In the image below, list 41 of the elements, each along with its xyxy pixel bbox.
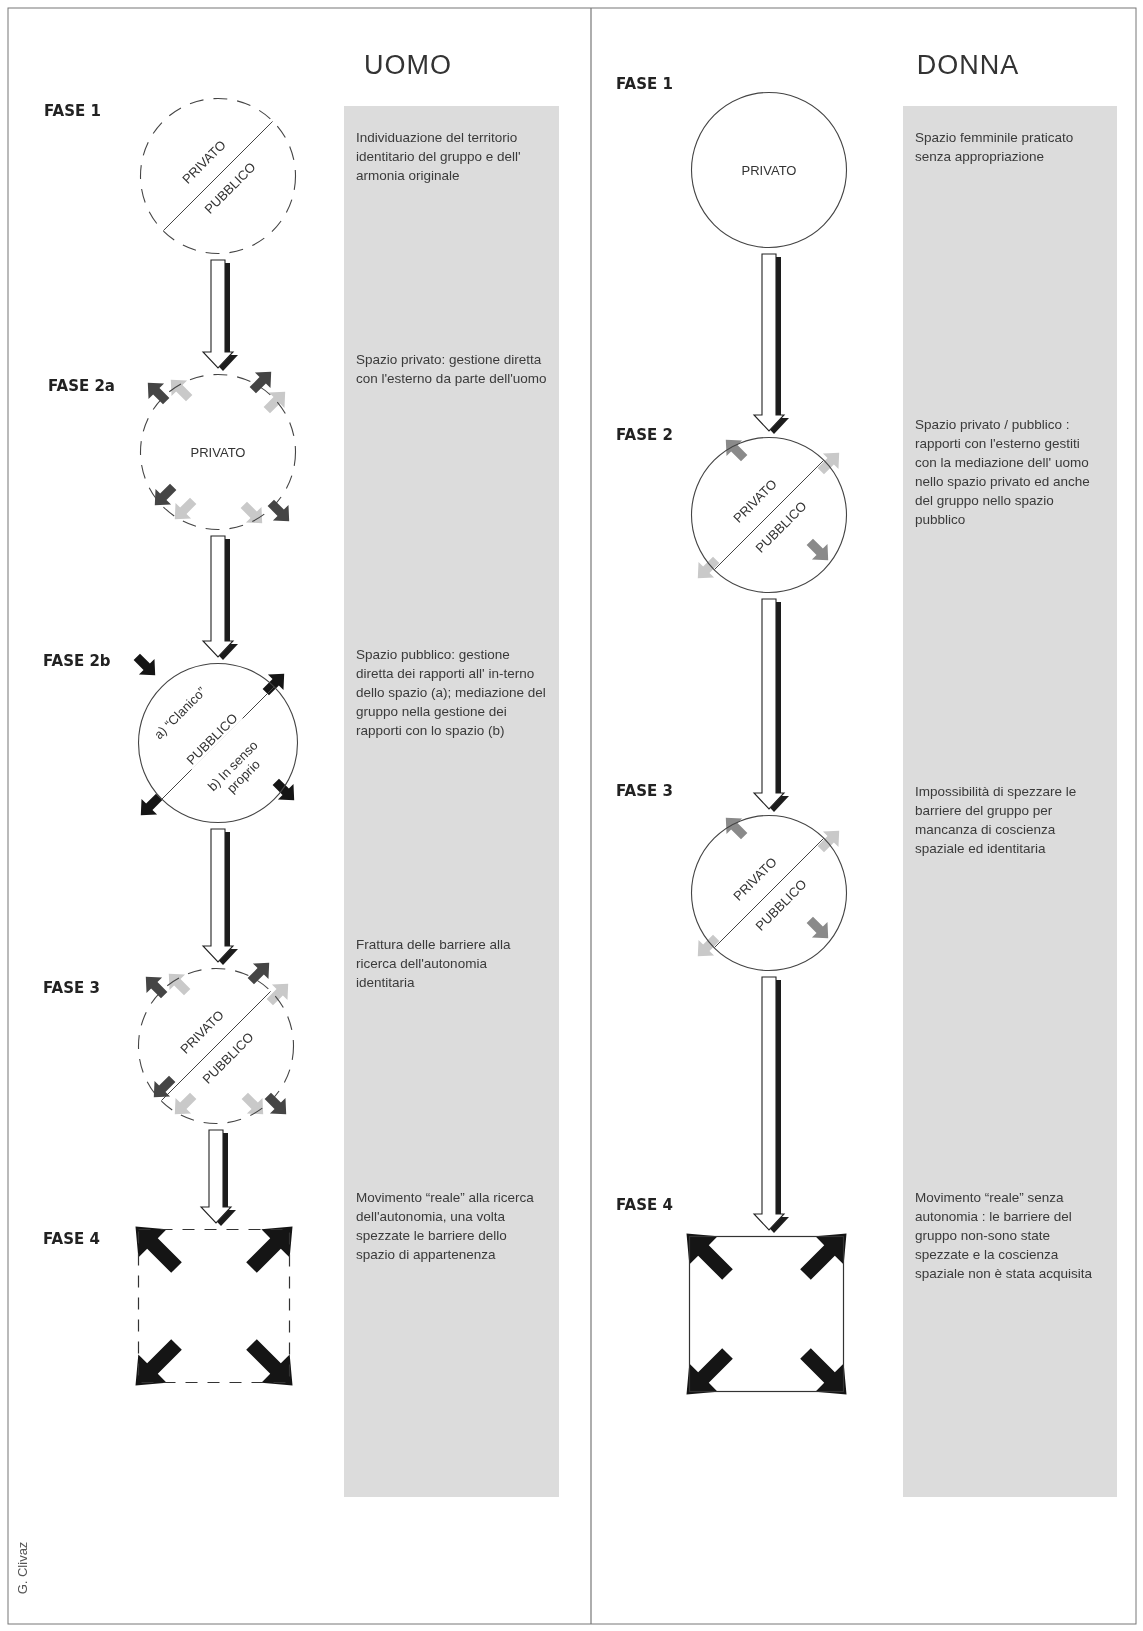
dashed-circle (140, 374, 296, 530)
phase-label: FASE 3 (43, 979, 100, 997)
circle-label: PRIVATO (190, 444, 246, 460)
circle-label: PRIVATO (741, 162, 797, 178)
description-panel (903, 106, 1117, 1497)
description-text: Movimento “reale” senza autonomia : le barriere del gruppo non-sono state spezzate e la coscienza spaziale non è stata acquisita (915, 1189, 1094, 1283)
circle (138, 663, 298, 823)
description-text: Spazio femminile praticato senza appropriazione (915, 129, 1075, 166)
dashed-square (138, 1229, 290, 1383)
phase-label: FASE 2a (48, 377, 115, 395)
block-arrow (752, 598, 789, 812)
phase-label: FASE 1 (44, 102, 101, 120)
description-text: Individuazione del territorio identitario del gruppo e dell' armonia originale (356, 129, 522, 185)
phase-label: FASE 1 (616, 75, 673, 93)
description-text: Frattura delle barriere alla ricerca dell'autonomia identitaria (356, 936, 512, 992)
dashed-circle (140, 98, 296, 254)
block-arrow (199, 1129, 236, 1226)
description-panel (344, 106, 559, 1497)
block-arrow (201, 259, 238, 371)
block-arrow (752, 976, 789, 1233)
phase-label: FASE 4 (616, 1196, 673, 1214)
description-text: Spazio privato: gestione diretta con l'esterno da parte dell'uomo (356, 351, 547, 388)
block-arrow (201, 828, 238, 965)
description-text: Spazio pubblico: gestione diretta dei rapporti all' in-terno dello spazio (a); mediazione del gruppo nella gestione dei rapporti con lo spazio (b) (356, 646, 547, 740)
phase-label: FASE 2 (616, 426, 673, 444)
description-text: Spazio privato / pubblico : rapporti con l'esterno gestiti con la mediazione dell' uomo nello spazio privato ed anche del gruppo nello spazio pubblico (915, 416, 1091, 529)
author-credit: G. Clivaz (14, 1541, 30, 1595)
column-heading: DONNA (916, 49, 1020, 81)
description-text: Movimento “reale” alla ricerca dell'autonomia, una volta spezzate le barriere dello spazio di appartenenza (356, 1189, 535, 1264)
phase-label: FASE 4 (43, 1230, 100, 1248)
phase-label: FASE 2b (43, 652, 111, 670)
circle (691, 437, 847, 593)
dashed-circle (138, 968, 294, 1124)
circle (691, 815, 847, 971)
square (689, 1236, 844, 1392)
description-text: Impossibilità di spezzare le barriere del gruppo per mancanza di coscienza spaziale ed identitaria (915, 783, 1078, 858)
block-arrow (201, 535, 238, 660)
circle (691, 92, 847, 248)
block-arrow (752, 253, 789, 434)
phase-label: FASE 3 (616, 782, 673, 800)
column-heading: UOMO (364, 49, 452, 81)
